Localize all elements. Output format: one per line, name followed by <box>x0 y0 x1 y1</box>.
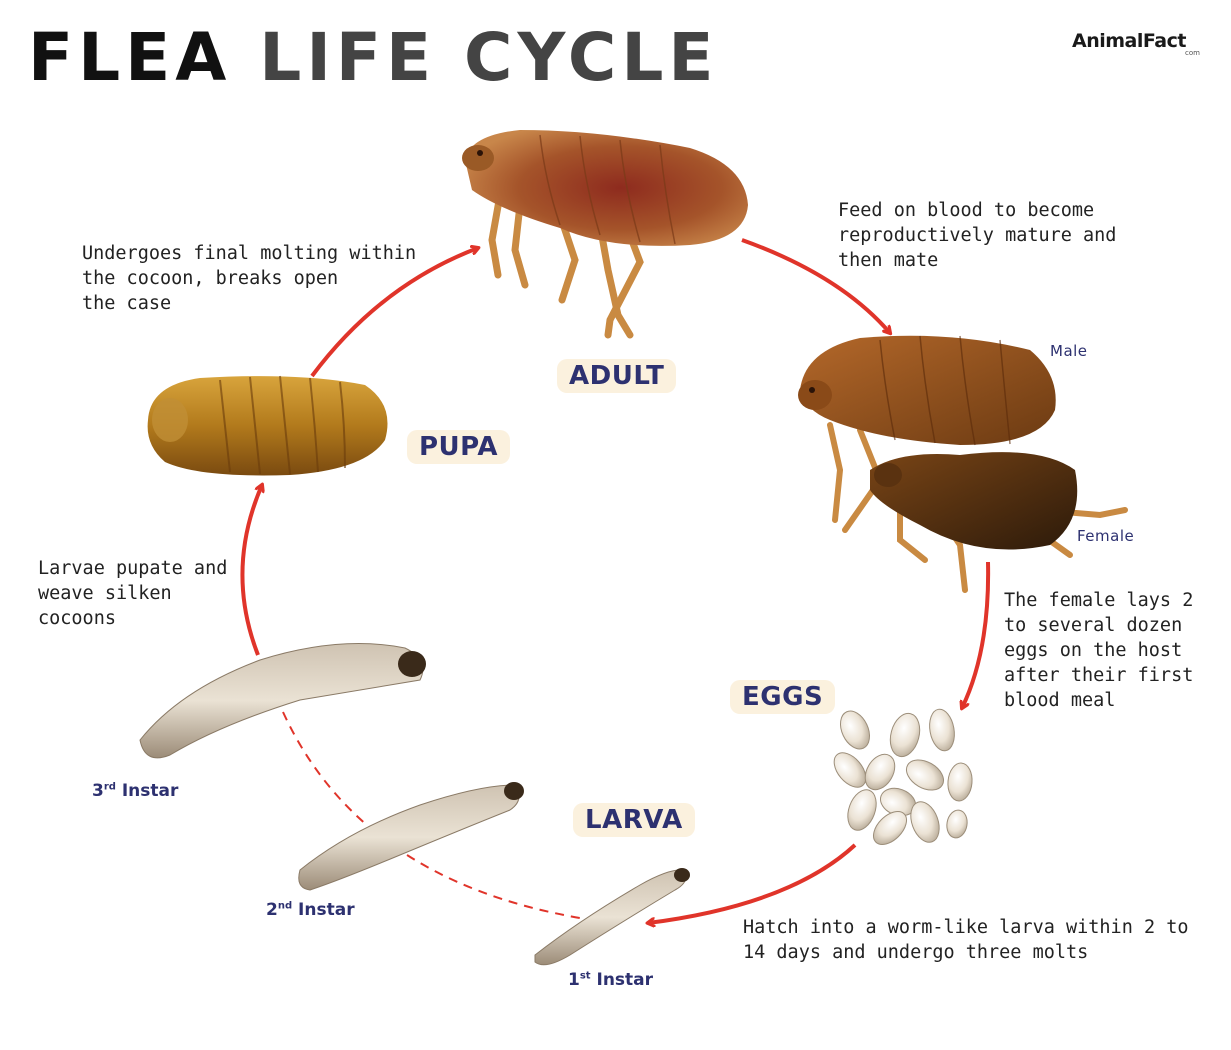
stage-label-eggs: EGGS <box>730 680 836 714</box>
instar-label-1st: 1st Instar <box>568 970 654 990</box>
eggs-image <box>833 708 973 845</box>
stage-label-larva: LARVA <box>573 803 695 837</box>
arrow-mating-to-eggs <box>962 561 991 708</box>
arrow-adult-to-mating <box>741 238 890 333</box>
page-title: FLEA LIFE CYCLE <box>28 18 719 98</box>
larva-2nd-instar-image <box>298 782 524 891</box>
logo-subtext: com <box>1185 49 1200 57</box>
label-female: Female <box>1077 527 1135 545</box>
larva-3rd-instar-image <box>139 643 426 759</box>
stage-label-pupa: PUPA <box>407 430 510 464</box>
arrow-pupa-to-adult <box>310 248 478 378</box>
desc-adult-to-mating: Feed on blood to become reproductively m… <box>838 200 1117 271</box>
arrow-eggs-to-larva <box>648 843 857 923</box>
larva-1st-instar-image <box>534 868 690 966</box>
instar-label-3rd: 3rd Instar <box>92 781 179 801</box>
desc-pupa-to-adult: Undergoes final molting within the cocoo… <box>82 243 417 314</box>
label-male: Male <box>1050 342 1088 360</box>
arrow-larva-to-pupa <box>240 485 262 656</box>
desc-larva-to-pupa: Larvae pupate and weave silken cocoons <box>38 558 228 629</box>
brand-logo: AnimalFact com <box>1072 30 1212 60</box>
logo-text: AnimalFact <box>1072 30 1186 52</box>
instar-label-2nd: 2nd Instar <box>266 900 355 920</box>
title-part2: LIFE CYCLE <box>259 19 719 96</box>
desc-mating-to-eggs: The female lays 2 to several dozen eggs … <box>1004 590 1194 711</box>
mating-fleas-image <box>798 335 1128 593</box>
stage-label-adult: ADULT <box>557 359 677 393</box>
desc-eggs-to-larva: Hatch into a worm-like larva within 2 to… <box>743 917 1189 963</box>
adult-flea-image <box>462 130 748 339</box>
pupa-image <box>147 375 388 476</box>
title-part1: FLEA <box>28 19 232 96</box>
